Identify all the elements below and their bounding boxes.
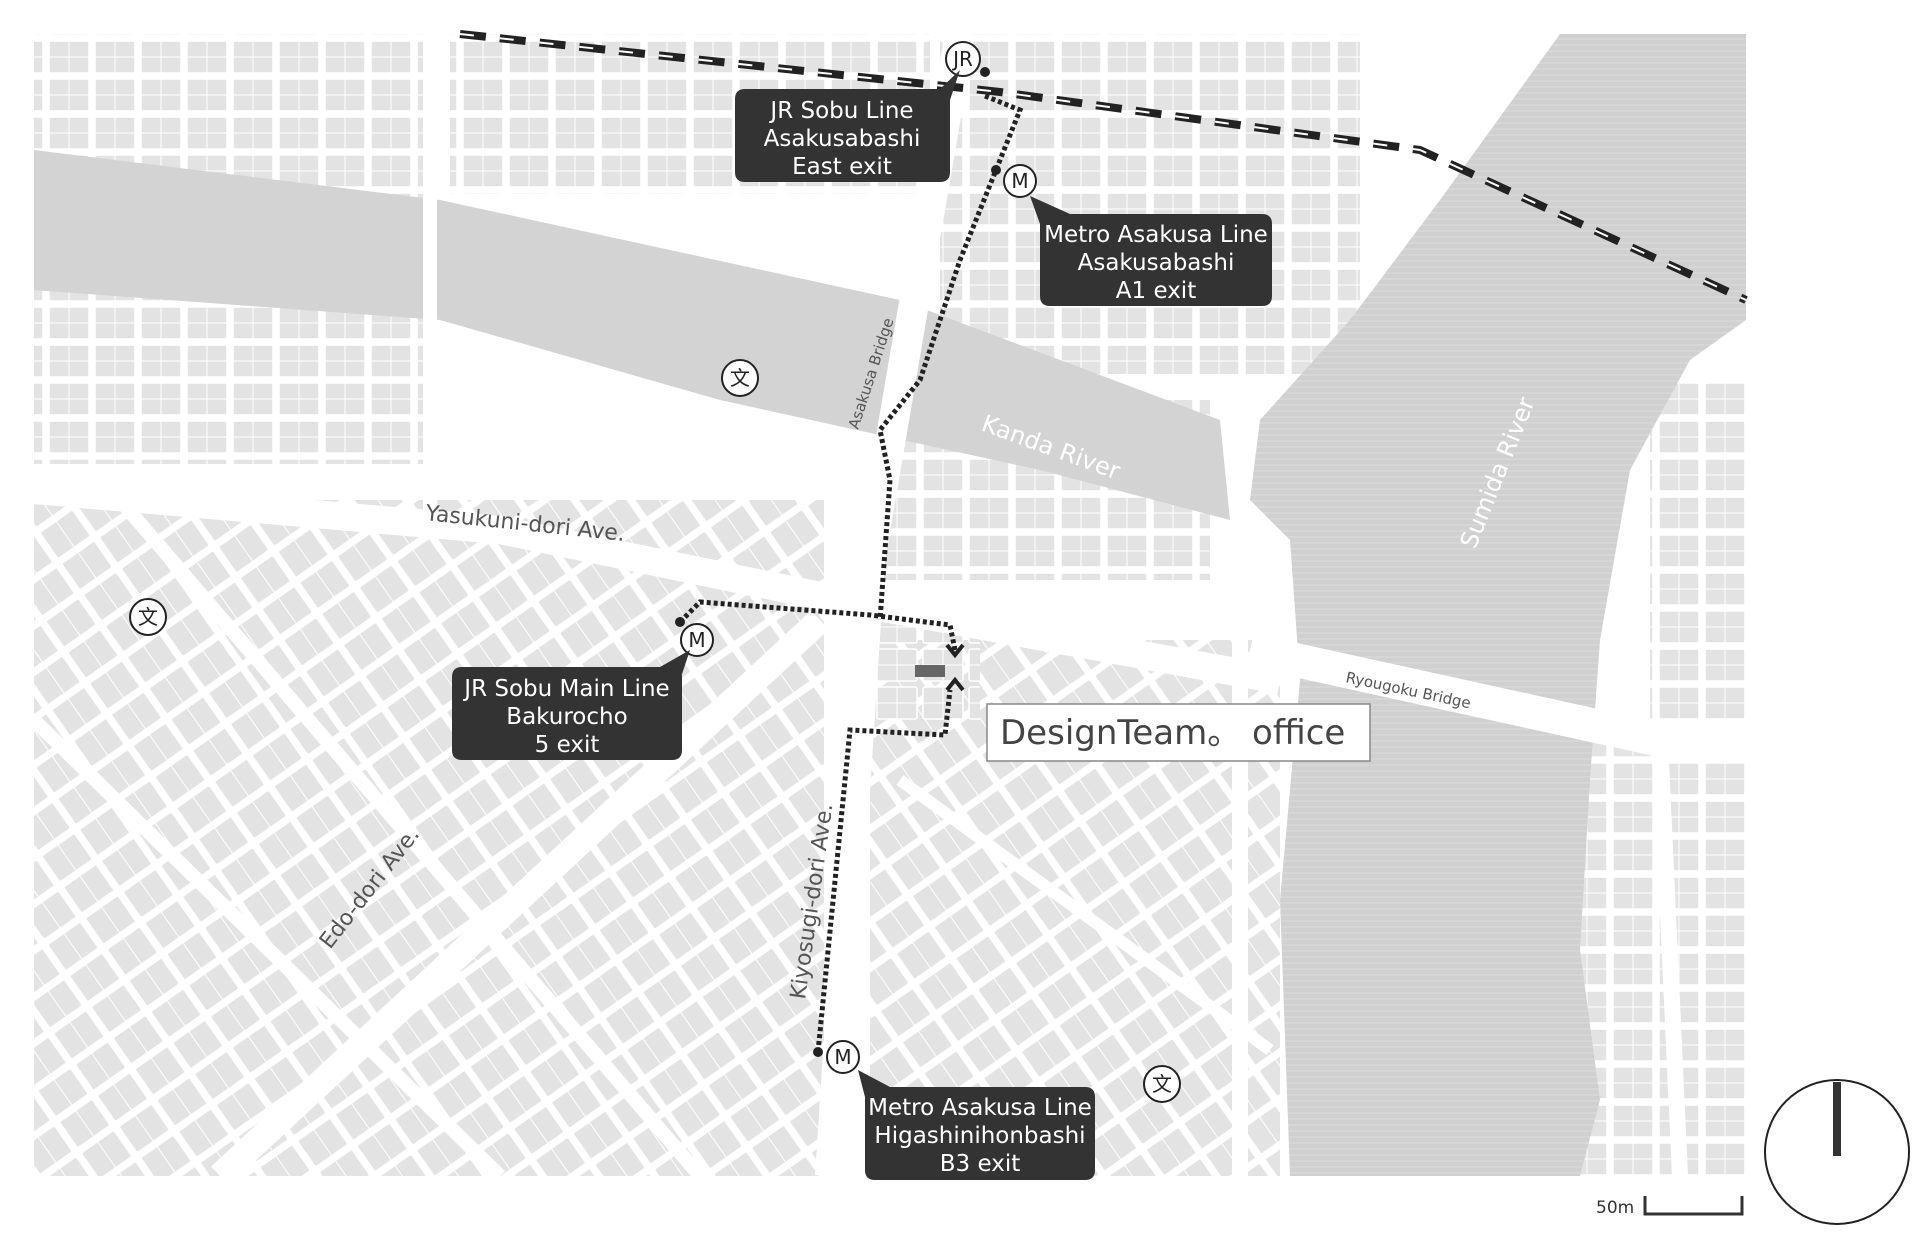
office-label-text: DesignTeam。 office	[1000, 713, 1345, 753]
school-symbol-text: 文	[1152, 1072, 1172, 1096]
jr-symbol-text: JR	[951, 47, 973, 71]
metro-symbol-text: M	[834, 1045, 851, 1069]
school-icon: 文	[721, 359, 759, 397]
metro-station-icon: M	[991, 164, 1037, 198]
school-symbols: 文 文 文	[129, 359, 1181, 1103]
school-icon: 文	[1143, 1065, 1181, 1103]
callout-line-2: Bakurocho	[506, 704, 627, 730]
route-from-jr-asakusabashi	[877, 93, 1024, 621]
edo-dori-road	[211, 610, 829, 1186]
school-symbol-text: 文	[730, 366, 750, 390]
yasukuni-dori-road	[32, 476, 1283, 694]
metro-symbol-text: M	[1011, 169, 1028, 193]
callout-jr-bakurocho: JR Sobu Main Line Bakurocho 5 exit	[452, 650, 690, 760]
route-from-bakurocho	[678, 599, 958, 651]
rivers	[34, 34, 1746, 1176]
office-label: DesignTeam。 office	[986, 703, 1371, 762]
callout-line-2: Higashinihonbashi	[874, 1123, 1085, 1149]
kanda-river	[34, 150, 1230, 520]
callout-metro-asakusabashi: Metro Asakusa Line Asakusabashi A1 exit	[1030, 196, 1272, 306]
sumida-river	[1250, 34, 1746, 1176]
metro-station-icon: M	[675, 617, 714, 657]
callout-metro-higashinihonbashi: Metro Asakusa Line Higashinihonbashi B3 …	[858, 1070, 1095, 1180]
school-icon: 文	[129, 598, 167, 636]
callout-line-2: Asakusabashi	[1078, 250, 1235, 276]
callout-line-3: East exit	[792, 154, 892, 180]
roads	[29, 31, 1746, 1186]
kiyosugi-dori-road	[815, 31, 975, 1177]
callout-line-1: Metro Asakusa Line	[868, 1095, 1092, 1121]
callout-line-1: JR Sobu Main Line	[462, 676, 669, 702]
callout-line-3: 5 exit	[535, 732, 600, 758]
side-road-6	[1652, 739, 1688, 1177]
walking-routes	[678, 93, 1024, 1053]
school-symbol-text: 文	[138, 605, 158, 629]
side-road-4	[896, 775, 1274, 1055]
side-road-1	[29, 714, 505, 1182]
jr-station-icon: JR	[945, 41, 990, 77]
station-markers: JR M M M	[675, 41, 1037, 1074]
office-marker-icon	[915, 643, 965, 692]
scale-label: 50m	[1596, 1198, 1634, 1218]
side-road-2	[114, 495, 706, 1181]
callout-line-2: Asakusabashi	[764, 126, 921, 152]
callout-line-1: Metro Asakusa Line	[1044, 222, 1268, 248]
metro-symbol-text: M	[688, 628, 705, 652]
callout-line-3: A1 exit	[1116, 278, 1196, 304]
callout-line-1: JR Sobu Line	[768, 98, 913, 124]
compass-icon	[1764, 1079, 1910, 1225]
route-from-higashinihonbashi	[815, 689, 953, 1053]
callout-jr-asakusabashi: JR Sobu Line Asakusabashi East exit	[735, 70, 960, 182]
metro-station-icon: M	[813, 1040, 860, 1074]
scale-bar-icon: 50m	[1596, 1196, 1744, 1218]
callout-line-3: B3 exit	[940, 1151, 1021, 1177]
